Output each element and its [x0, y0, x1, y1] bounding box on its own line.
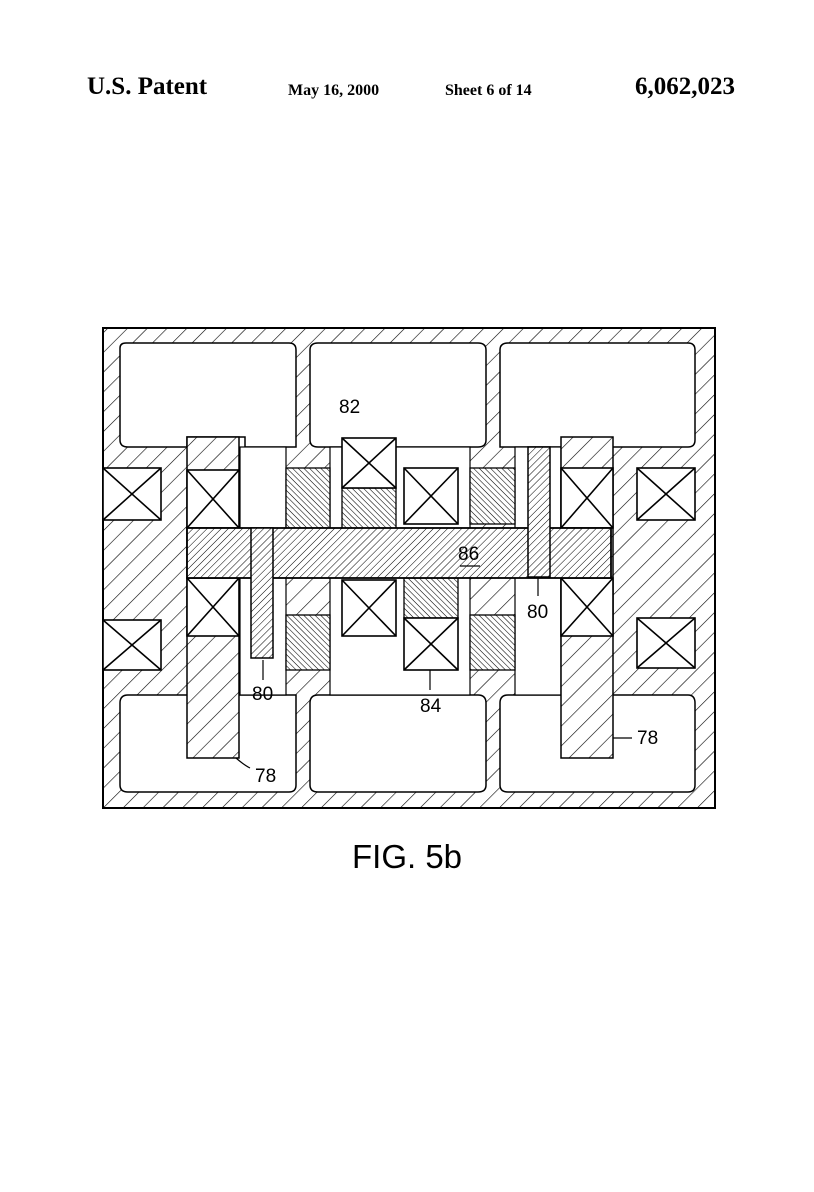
coil-82-bottom [342, 580, 396, 636]
label-80-right: 80 [527, 602, 548, 623]
coil-inner-right-bottom [561, 578, 613, 636]
label-78-left: 78 [255, 766, 276, 787]
figure-caption: FIG. 5b [352, 838, 462, 875]
coil-outer-left-bottom [103, 620, 161, 670]
coil-84-top [404, 468, 458, 524]
label-80-left: 80 [252, 684, 273, 705]
label-78-right: 78 [637, 728, 658, 749]
coil-outer-right-top [637, 468, 695, 520]
coil-outer-right-bottom [637, 618, 695, 668]
flange-80-left [251, 528, 273, 658]
flange-80-right [528, 447, 550, 577]
coil-inner-left-top [187, 470, 239, 528]
label-86: 86 [458, 544, 479, 565]
label-84: 84 [420, 696, 442, 717]
coil-84-bottom [404, 618, 458, 670]
coil-82-top [342, 438, 396, 488]
coil-inner-left-bottom [187, 578, 239, 636]
coil-inner-right-top [561, 468, 613, 528]
coil-outer-left-top [103, 468, 161, 520]
label-82: 82 [339, 397, 360, 418]
